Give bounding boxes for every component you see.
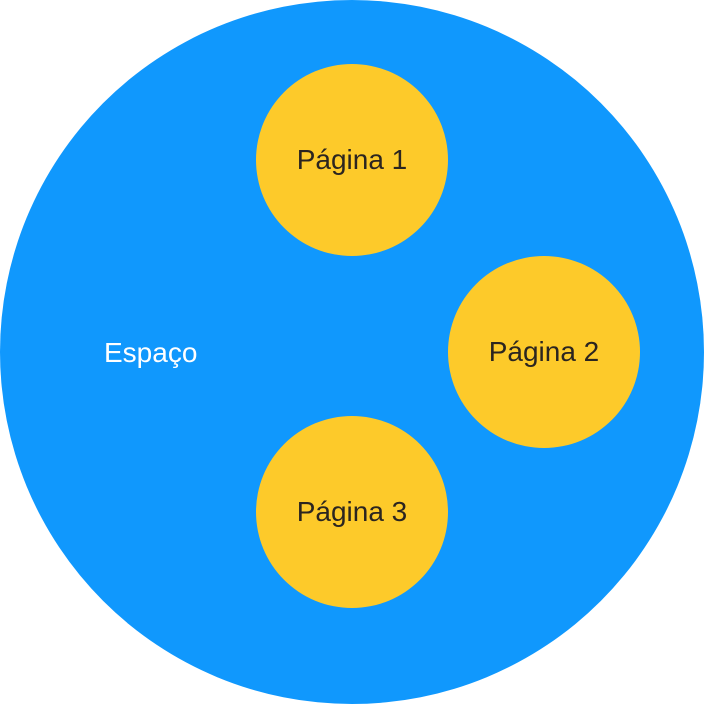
page-circle-1: Página 1 [256,64,448,256]
space-label: Espaço [104,337,198,368]
page-label-3: Página 3 [296,496,408,527]
page-label-1: Página 1 [296,144,408,175]
page-label-2: Página 2 [488,336,600,367]
page-circle-3: Página 3 [256,416,448,608]
page-circle-2: Página 2 [448,256,640,448]
